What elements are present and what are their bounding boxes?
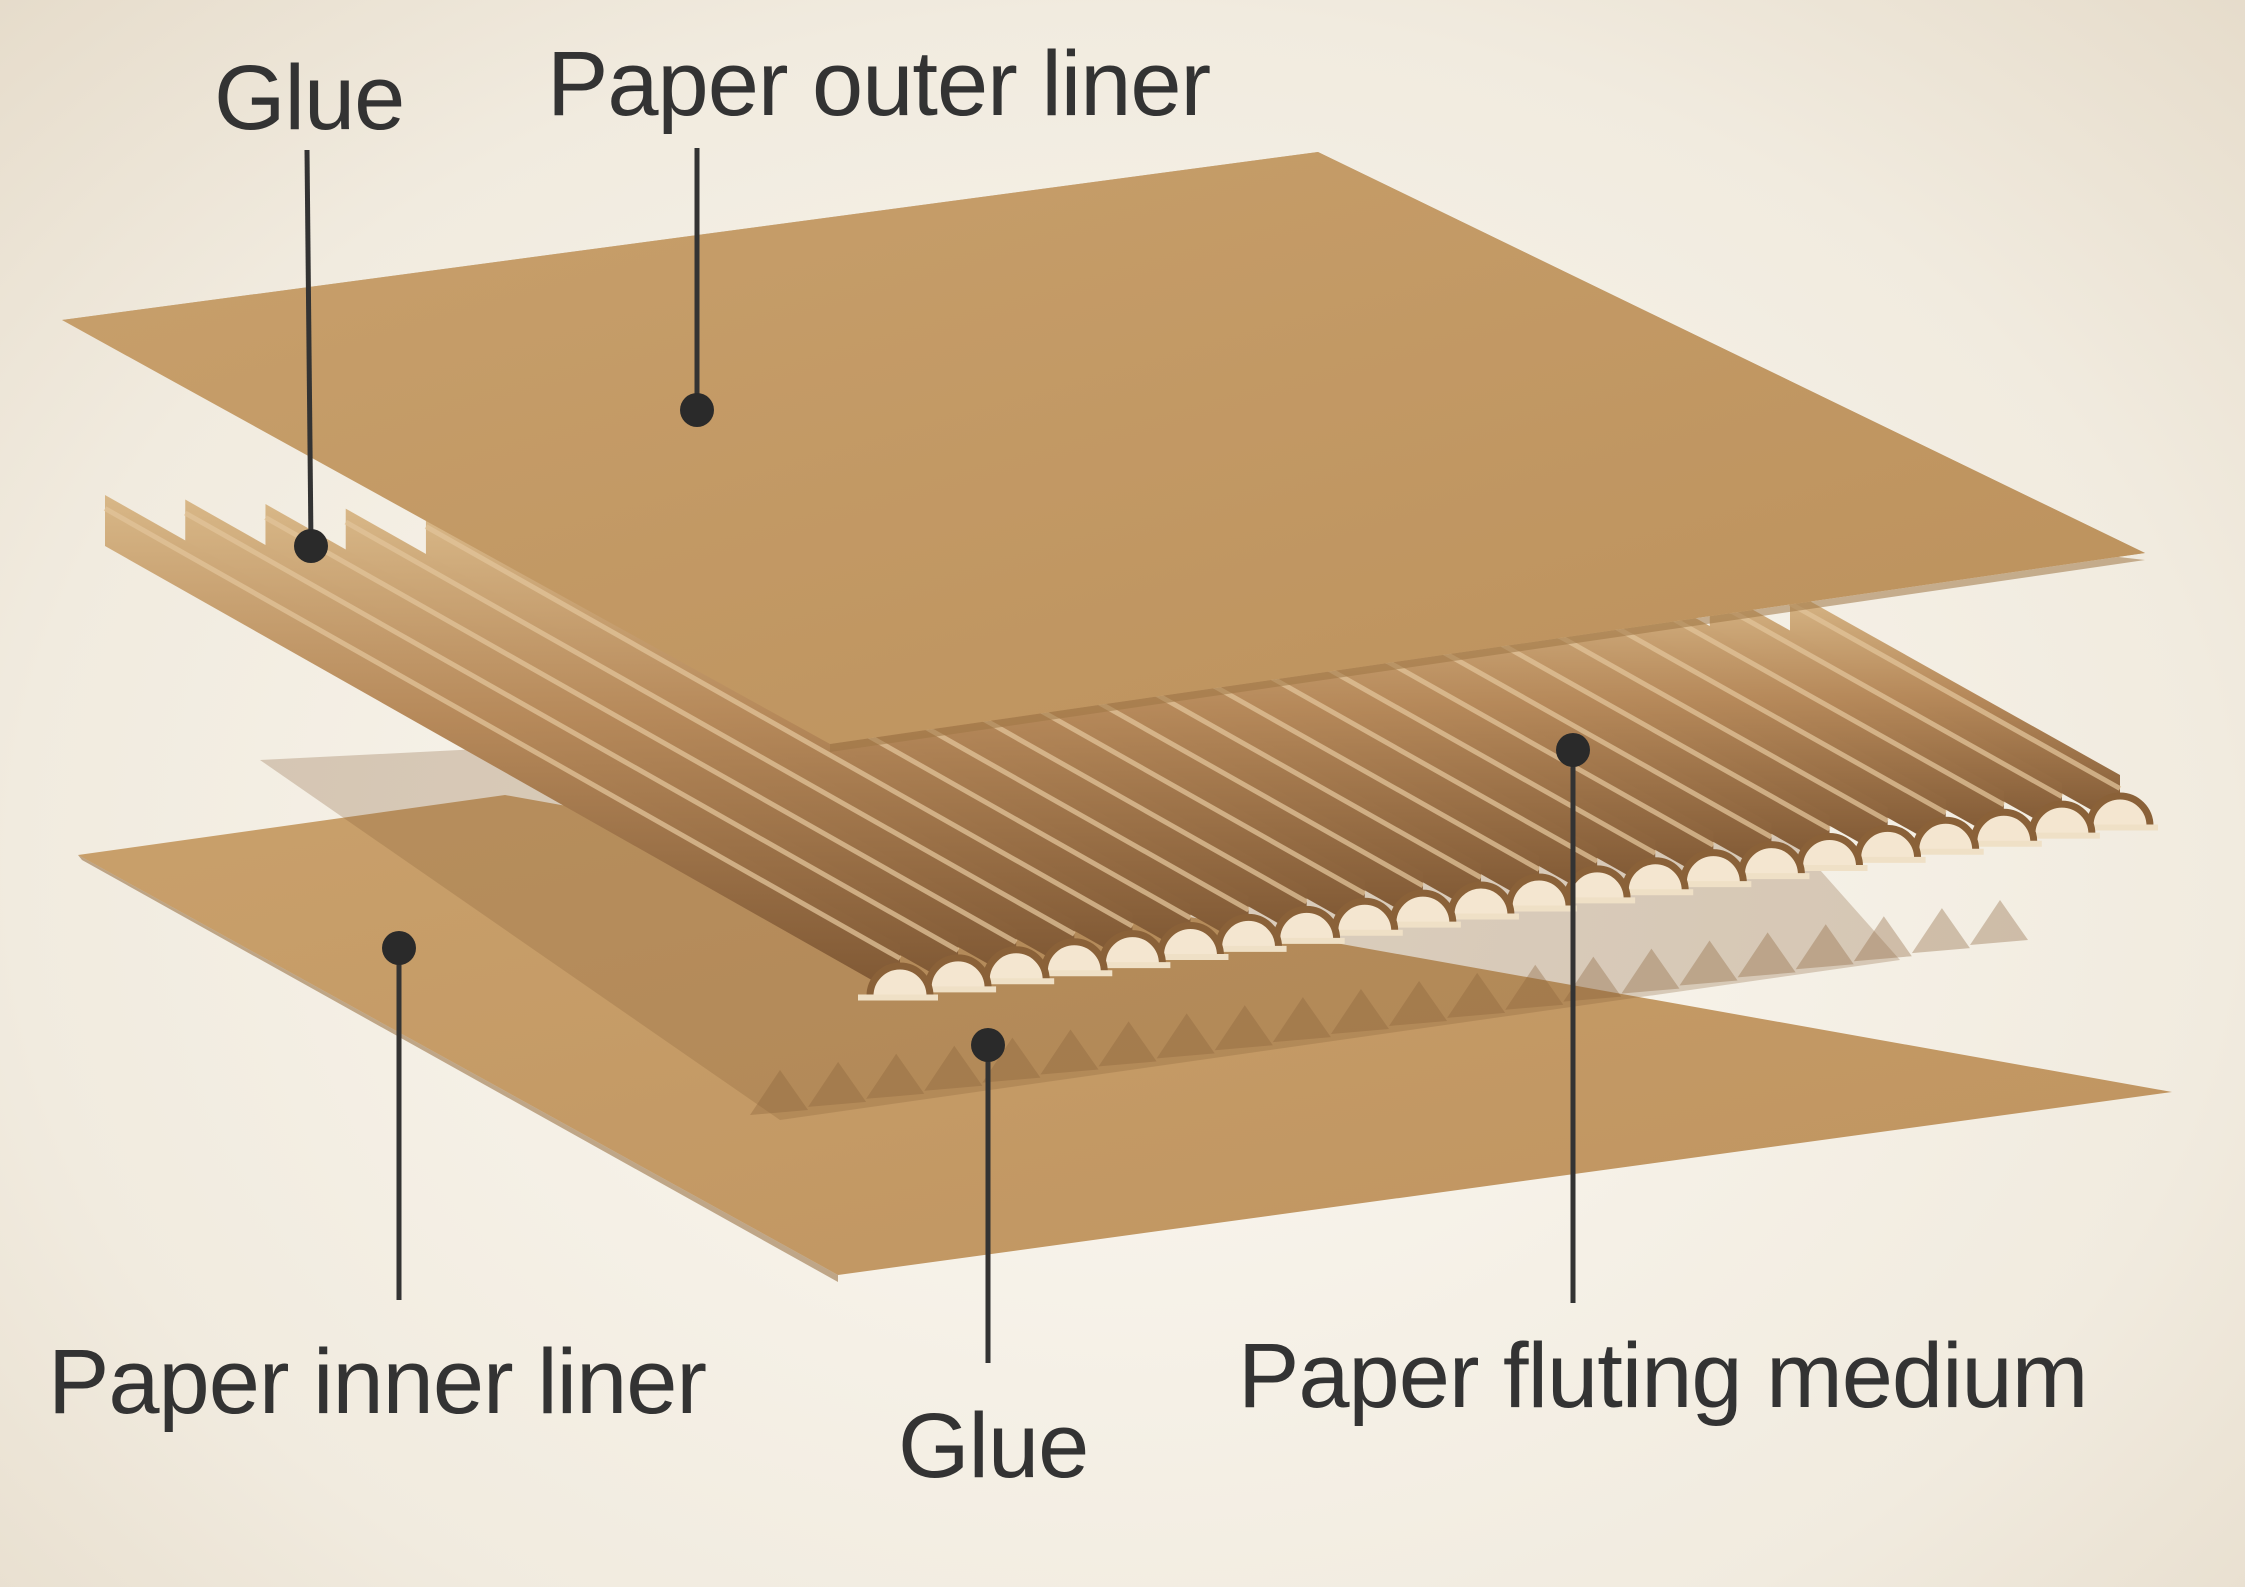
- flute-cross-section: [1796, 833, 1864, 867]
- dot-outer-liner: [680, 393, 714, 427]
- glue-shadow-tooth: [1098, 1021, 1157, 1067]
- flute-cross-section: [924, 954, 992, 989]
- flute-cross-section: [866, 962, 934, 997]
- glue-shadow-tooth: [1621, 948, 1680, 994]
- flute-cross-section: [1040, 938, 1108, 972]
- flute-cross-section: [1273, 905, 1341, 940]
- dot-inner-liner: [382, 931, 416, 965]
- inner-liner-sheet: [78, 795, 2172, 1275]
- dot-fluting: [1556, 733, 1590, 767]
- flute-highlight: [1628, 592, 2006, 807]
- glue-shadow-tooth: [1505, 964, 1564, 1010]
- glue-shadow-tooth: [924, 1045, 983, 1091]
- flute-cross-section: [1970, 808, 2038, 843]
- glue-shadow-tooth: [1737, 932, 1796, 978]
- dot-glue-bottom: [971, 1028, 1005, 1062]
- glue-shadow-tooth: [982, 1037, 1041, 1083]
- glue-shadow-tooth: [1853, 916, 1912, 962]
- flute-cross-section: [1679, 849, 1747, 883]
- glue-shadow-tooth: [1970, 900, 2028, 945]
- flute-cross-section: [1156, 922, 1224, 956]
- flute-cross-section: [1737, 841, 1805, 875]
- flute-cross-section: [1389, 889, 1457, 924]
- leader-lines: [304, 148, 1576, 1363]
- flute-cross-section: [1331, 897, 1399, 932]
- outer-liner-sheet: [62, 152, 2145, 744]
- flute-cross-section: [1447, 881, 1515, 916]
- glue-shadow-tooth: [1679, 940, 1738, 986]
- label-glue-top: Glue: [214, 47, 405, 149]
- glue-shadow-tooth: [1330, 989, 1389, 1035]
- inner-liner-edge: [78, 855, 838, 1282]
- glue-shadow-tooth: [1911, 908, 1970, 954]
- leader-dots: [294, 393, 1590, 1062]
- glue-shadow-tooth: [750, 1070, 808, 1115]
- glue-shadow-tooth: [1447, 972, 1506, 1018]
- glue-shadow-tooth: [1563, 956, 1622, 1002]
- glue-shadow-tooth: [1272, 997, 1331, 1043]
- flute-highlight: [1788, 601, 2122, 791]
- label-glue-bottom: Glue: [898, 1395, 1089, 1497]
- glue-shadow-teeth: [750, 900, 2028, 1115]
- flute-cross-section: [1505, 873, 1573, 908]
- glue-shadow-tooth: [866, 1053, 925, 1099]
- flute-cross-section: [1621, 857, 1689, 891]
- flute-cross-section: [2086, 792, 2154, 827]
- flute-highlight: [1708, 596, 2064, 799]
- label-outer-liner: Paper outer liner: [547, 33, 1211, 135]
- glue-shadow-tooth: [808, 1061, 867, 1107]
- glue-shadow-tooth: [1795, 924, 1854, 970]
- flute-cross-section: [1912, 816, 1980, 851]
- dot-glue-top: [294, 529, 328, 563]
- flute-highlight: [184, 510, 960, 953]
- flute-cross-section: [1215, 914, 1283, 948]
- flute-cross-section: [1563, 865, 1631, 900]
- glue-shadow-tooth: [1389, 980, 1448, 1026]
- flute-cross-section: [1098, 930, 1166, 964]
- label-inner-liner: Paper inner liner: [48, 1331, 707, 1433]
- flute-cross-section: [2028, 800, 2096, 835]
- glue-shadow-tooth: [1214, 1005, 1273, 1051]
- flute-highlight: [264, 515, 1018, 945]
- leader-glue-top: [304, 149, 314, 546]
- glue-shadow-tooth: [1040, 1029, 1099, 1075]
- glue-shadow-tooth: [1156, 1013, 1215, 1059]
- flute-cross-section: [1854, 824, 1922, 859]
- flute-highlight: [344, 519, 1076, 937]
- label-fluting-medium: Paper fluting medium: [1238, 1325, 2088, 1427]
- flute-highlight: [424, 524, 1134, 929]
- flute-cross-section: [982, 946, 1050, 980]
- flute-highlight: [103, 506, 902, 961]
